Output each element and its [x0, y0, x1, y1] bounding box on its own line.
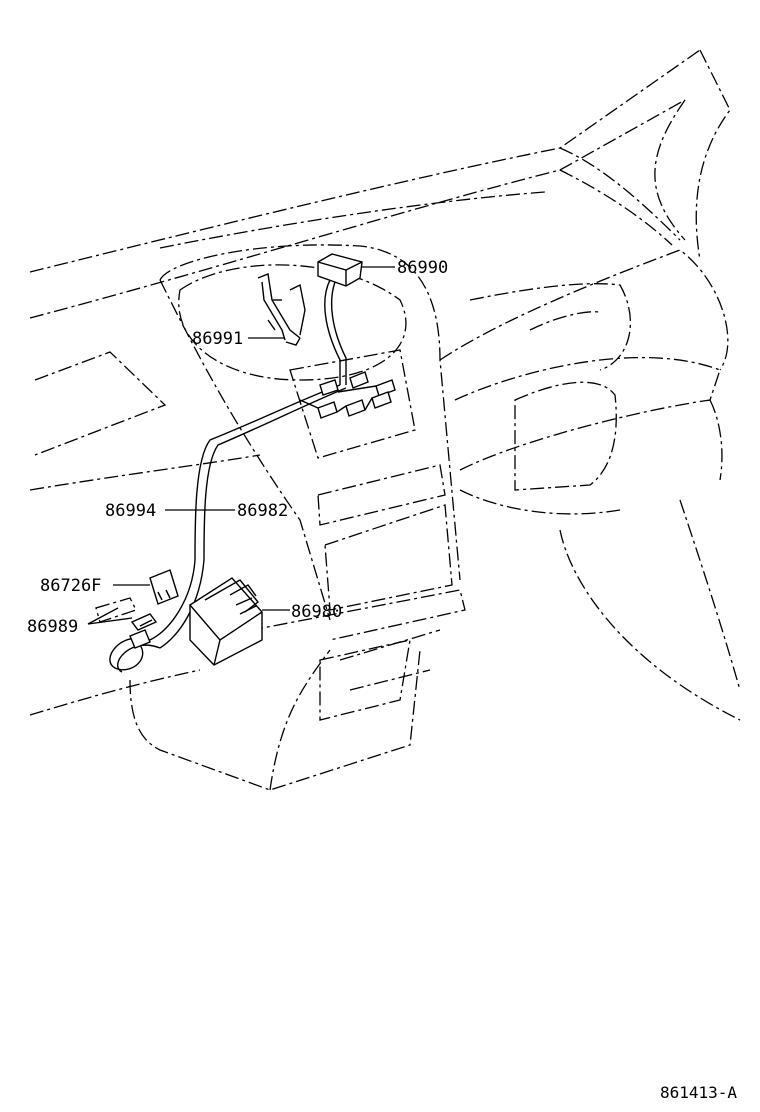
- callout-86994: 86994: [105, 501, 156, 521]
- callout-86980: 86980: [291, 602, 342, 622]
- diagram-reference-code: 861413-A: [660, 1083, 737, 1102]
- part-86991-bracket: [257, 273, 306, 346]
- part-86980-unit: [189, 577, 263, 666]
- callout-86990: 86990: [397, 258, 448, 278]
- callout-86726F: 86726F: [40, 576, 101, 596]
- leader-lines: [87, 266, 395, 625]
- part-86726F-module: [149, 569, 179, 605]
- callout-86991: 86991: [192, 329, 243, 349]
- callout-86989: 86989: [27, 617, 78, 637]
- wiring-harness: [109, 279, 396, 673]
- dashboard-outline: [29, 49, 741, 791]
- callout-86982: 86982: [237, 501, 288, 521]
- part-86990-amplifier: [317, 253, 363, 287]
- part-86989-pad: [95, 597, 158, 631]
